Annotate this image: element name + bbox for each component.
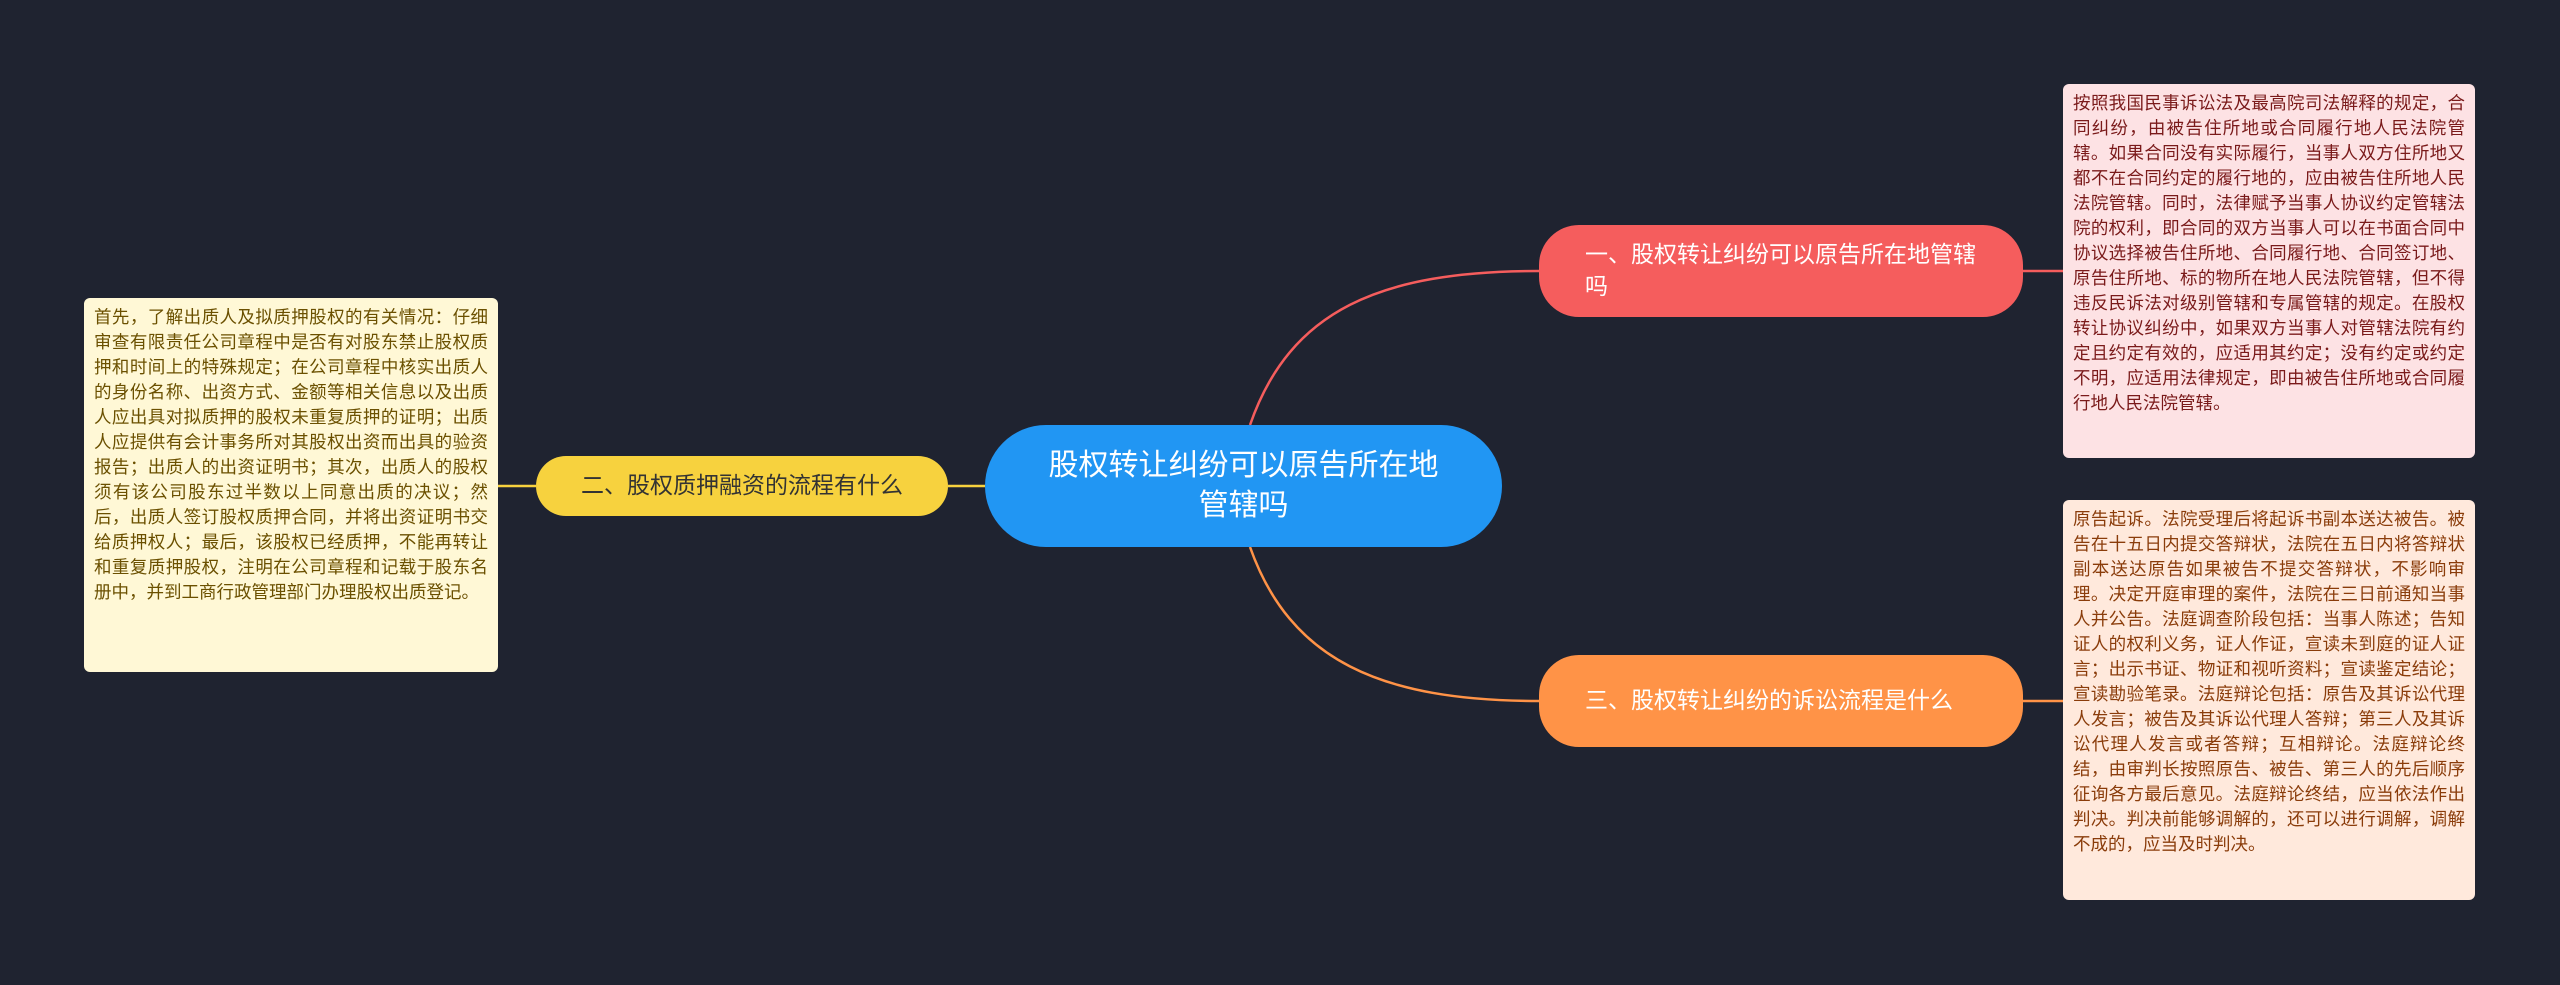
detail-note-3-text: 原告起诉。法院受理后将起诉书副本送达被告。被告在十五日内提交答辩状，法院在五日内… — [2073, 510, 2465, 855]
detail-note-3[interactable]: 原告起诉。法院受理后将起诉书副本送达被告。被告在十五日内提交答辩状，法院在五日内… — [2063, 500, 2475, 900]
detail-note-1[interactable]: 按照我国民事诉讼法及最高院司法解释的规定，合同纠纷，由被告住所地或合同履行地人民… — [2063, 84, 2475, 458]
detail-note-2[interactable]: 首先，了解出质人及拟质押股权的有关情况：仔细审查有限责任公司章程中是否有对股东禁… — [84, 298, 498, 672]
branch-topic-3-label: 三、股权转让纠纷的诉讼流程是什么 — [1585, 688, 1953, 714]
connector-root-branch-1 — [1248, 269, 1540, 426]
branch-topic-1[interactable]: 一、股权转让纠纷可以原告所在地管辖吗 — [1539, 225, 2023, 317]
root-topic[interactable]: 股权转让纠纷可以原告所在地管辖吗 — [985, 425, 1502, 547]
detail-note-2-text: 首先，了解出质人及拟质押股权的有关情况：仔细审查有限责任公司章程中是否有对股东禁… — [94, 308, 488, 603]
branch-topic-2[interactable]: 二、股权质押融资的流程有什么 — [536, 456, 948, 516]
branch-topic-3[interactable]: 三、股权转让纠纷的诉讼流程是什么 — [1539, 655, 2023, 747]
branch-topic-1-label: 一、股权转让纠纷可以原告所在地管辖吗 — [1585, 242, 1976, 300]
connector-root-branch-3 — [1248, 546, 1540, 703]
root-topic-label: 股权转让纠纷可以原告所在地管辖吗 — [1048, 448, 1439, 523]
detail-note-1-text: 按照我国民事诉讼法及最高院司法解释的规定，合同纠纷，由被告住所地或合同履行地人民… — [2073, 94, 2465, 414]
branch-topic-2-label: 二、股权质押融资的流程有什么 — [581, 473, 903, 499]
